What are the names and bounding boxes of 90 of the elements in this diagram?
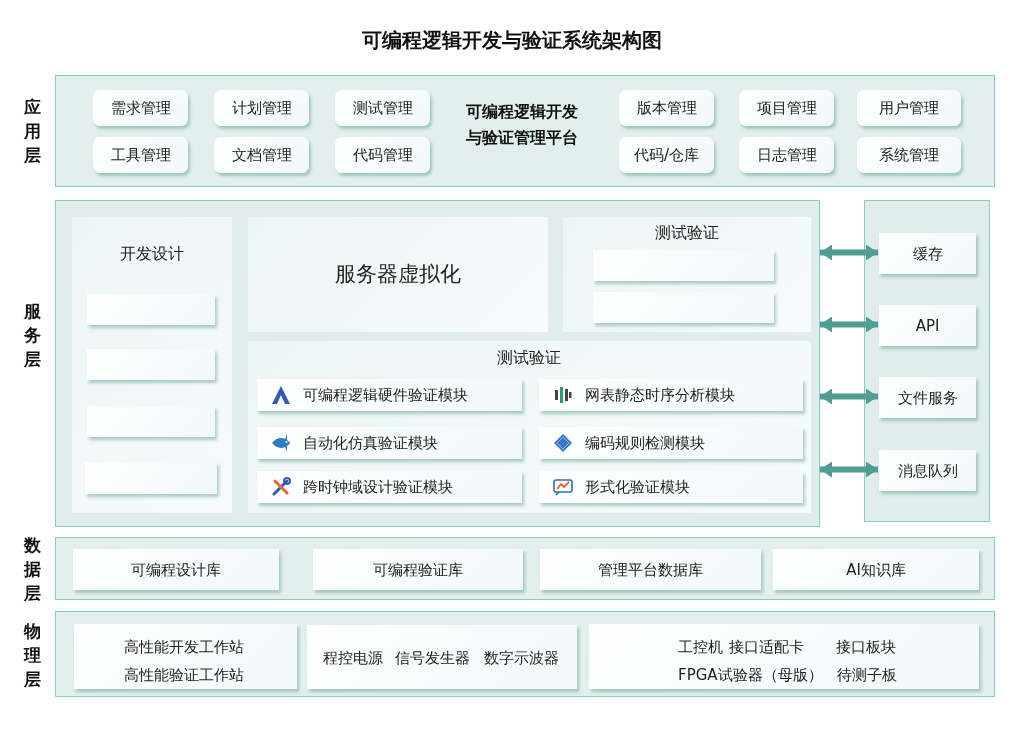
module-name: 网表静态时序分析模块: [585, 385, 735, 405]
diagram-title: 可编程逻辑开发与验证系统架构图: [362, 26, 662, 54]
section-panel: [248, 217, 548, 332]
function-card: [335, 90, 430, 126]
service-card: [879, 305, 976, 346]
function-name: 工具管理: [110, 145, 171, 165]
section-title: 开发设计: [120, 244, 184, 264]
function-name: 计划管理: [231, 98, 292, 118]
function-card: [739, 90, 834, 126]
module-card: [539, 471, 803, 503]
equipment-name: 信号发生器: [394, 648, 470, 668]
module-card: [257, 427, 522, 459]
section-panel: [72, 217, 232, 513]
function-card: [619, 137, 714, 173]
service-card: [879, 233, 976, 274]
equipment-name: 接口板块: [836, 637, 896, 657]
function-name: 版本管理: [636, 98, 697, 118]
function-name: 日志管理: [756, 145, 817, 165]
function-name: 测试管理: [352, 98, 413, 118]
function-name: 代码管理: [352, 145, 413, 165]
blank-card: [87, 294, 215, 325]
equipment-name: 数字示波器: [483, 648, 559, 668]
function-card: [93, 137, 188, 173]
equipment-name: FPGA试验器（母版）: [678, 665, 823, 685]
equipment-name: 接口适配卡: [729, 637, 804, 657]
platform-title: 可编程逻辑开发与验证管理平台: [465, 101, 579, 149]
function-name: 用户管理: [879, 98, 939, 118]
equipment-card: [307, 625, 577, 689]
double-arrow: [820, 388, 878, 405]
service-name: 缓存: [912, 244, 943, 263]
service-name: API: [915, 316, 940, 335]
database-card: [313, 549, 523, 590]
equipment-name: 待测子板: [837, 665, 897, 685]
section-title: 服务器虚拟化: [335, 260, 461, 288]
blank-card: [85, 462, 217, 494]
function-card: [619, 90, 714, 126]
module-name: 跨时钟域设计验证模块: [303, 477, 453, 497]
blank-card: [593, 292, 774, 323]
equipment-card: [74, 624, 297, 689]
layer-label: 应用层: [23, 96, 41, 167]
database-name: AI知识库: [846, 560, 906, 579]
function-card: [93, 90, 188, 126]
equipment-name: 高性能开发工作站: [124, 637, 244, 657]
equipment-name: 工控机: [678, 637, 723, 657]
database-card: [73, 549, 279, 590]
equipment-name: 程控电源: [323, 648, 383, 668]
function-card: [214, 137, 309, 173]
function-name: 代码/仓库: [633, 145, 700, 165]
section-title: 测试验证: [497, 348, 561, 368]
equipment-name: 高性能验证工作站: [124, 665, 244, 685]
function-card: [214, 90, 309, 126]
module-card: [257, 471, 522, 503]
blank-card: [593, 250, 774, 281]
service-name: 消息队列: [897, 461, 958, 480]
section-panel: [248, 341, 811, 513]
equipment-card: [589, 624, 979, 689]
database-name: 管理平台数据库: [598, 560, 703, 579]
function-name: 系统管理: [879, 145, 939, 165]
section-panel: [563, 217, 811, 332]
module-name: 可编程逻辑硬件验证模块: [303, 385, 468, 405]
blank-card: [87, 349, 215, 380]
function-card: [857, 137, 961, 173]
blank-card: [87, 406, 215, 437]
database-card: [773, 549, 979, 590]
service-card: [879, 450, 976, 491]
double-arrow: [820, 316, 878, 333]
function-name: 项目管理: [756, 98, 817, 118]
function-card: [335, 137, 430, 173]
database-name: 可编程验证库: [373, 560, 463, 579]
double-arrow: [820, 461, 878, 478]
module-name: 编码规则检测模块: [585, 433, 705, 453]
service-card: [879, 377, 976, 418]
module-card: [539, 379, 803, 411]
double-arrow: [820, 244, 878, 261]
layer-label: 数据层: [23, 534, 41, 605]
layer-label: 物理层: [23, 620, 41, 691]
module-name: 自动化仿真验证模块: [303, 433, 438, 453]
database-card: [540, 549, 761, 590]
side-panel: [864, 200, 990, 522]
database-name: 可编程设计库: [131, 560, 221, 579]
module-card: [257, 379, 522, 411]
module-card: [539, 427, 803, 459]
service-name: 文件服务: [897, 388, 958, 407]
function-card: [739, 137, 834, 173]
section-title: 测试验证: [655, 223, 719, 243]
function-card: [857, 90, 961, 126]
layer-label: 服务层: [23, 300, 41, 371]
function-name: 文档管理: [231, 145, 292, 165]
module-name: 形式化验证模块: [585, 477, 690, 497]
function-name: 需求管理: [110, 98, 171, 118]
